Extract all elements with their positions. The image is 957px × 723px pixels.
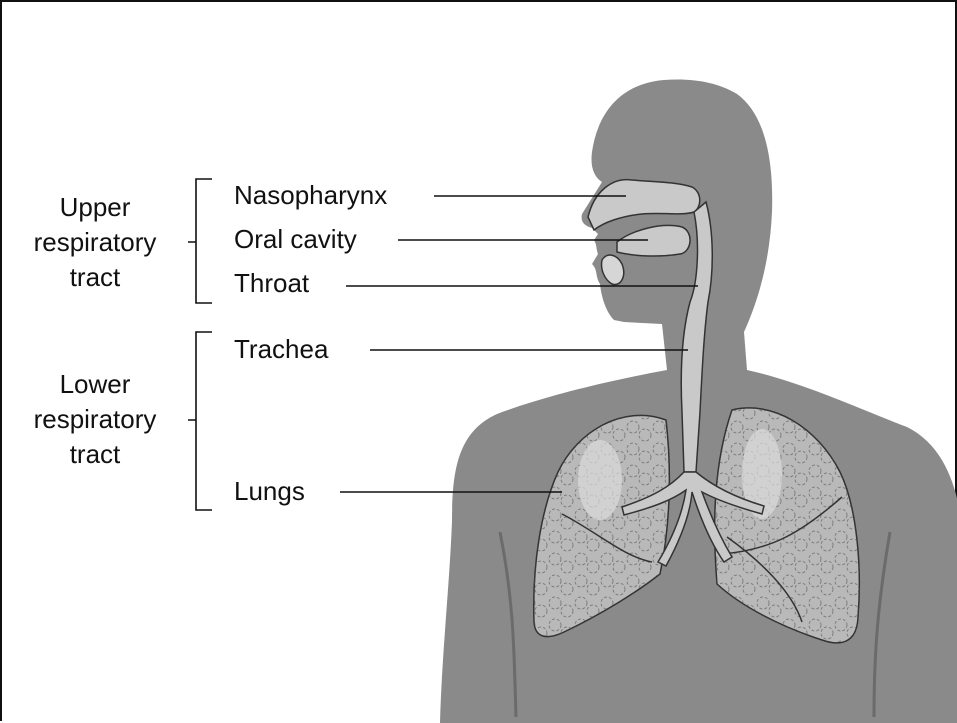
- trachea-label: Trachea: [234, 334, 328, 364]
- lower-bracket: [188, 332, 212, 510]
- lungs-label: Lungs: [234, 476, 305, 506]
- lower-line-1: Lower: [14, 367, 176, 402]
- oral-cavity-label: Oral cavity: [234, 224, 357, 254]
- upper-respiratory-tract-label: Upper respiratory tract: [14, 190, 176, 295]
- upper-line-1: Upper: [14, 190, 176, 225]
- nasopharynx-label: Nasopharynx: [234, 180, 387, 210]
- lower-respiratory-tract-label: Lower respiratory tract: [14, 367, 176, 472]
- upper-line-2: respiratory: [14, 225, 176, 260]
- throat-label: Throat: [234, 268, 309, 298]
- lower-line-3: tract: [14, 437, 176, 472]
- upper-bracket: [188, 179, 212, 303]
- lower-line-2: respiratory: [14, 402, 176, 437]
- upper-line-3: tract: [14, 260, 176, 295]
